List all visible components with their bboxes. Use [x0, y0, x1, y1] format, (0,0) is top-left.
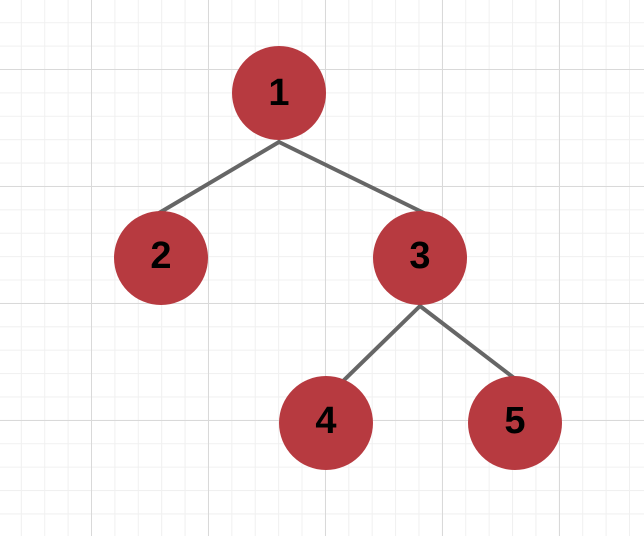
node-label: 5: [504, 400, 525, 442]
tree-node-2: 2: [114, 211, 208, 305]
edge-1-2: [157, 140, 281, 215]
tree-nodes: 1 2 3 4 5: [114, 46, 562, 470]
edge-1-3: [277, 140, 426, 215]
node-circle: [468, 376, 562, 470]
node-label: 4: [315, 400, 336, 442]
node-circle: [279, 376, 373, 470]
node-circle: [232, 46, 326, 140]
node-label: 1: [268, 72, 289, 114]
edge-3-4: [337, 304, 422, 387]
node-circle: [373, 211, 467, 305]
edge-3-5: [418, 304, 520, 383]
node-label: 2: [150, 235, 171, 277]
tree-node-3: 3: [373, 211, 467, 305]
tree-node-4: 4: [279, 376, 373, 470]
tree-edges: [157, 140, 520, 387]
tree-node-5: 5: [468, 376, 562, 470]
tree-node-1: 1: [232, 46, 326, 140]
node-circle: [114, 211, 208, 305]
node-label: 3: [409, 235, 430, 277]
